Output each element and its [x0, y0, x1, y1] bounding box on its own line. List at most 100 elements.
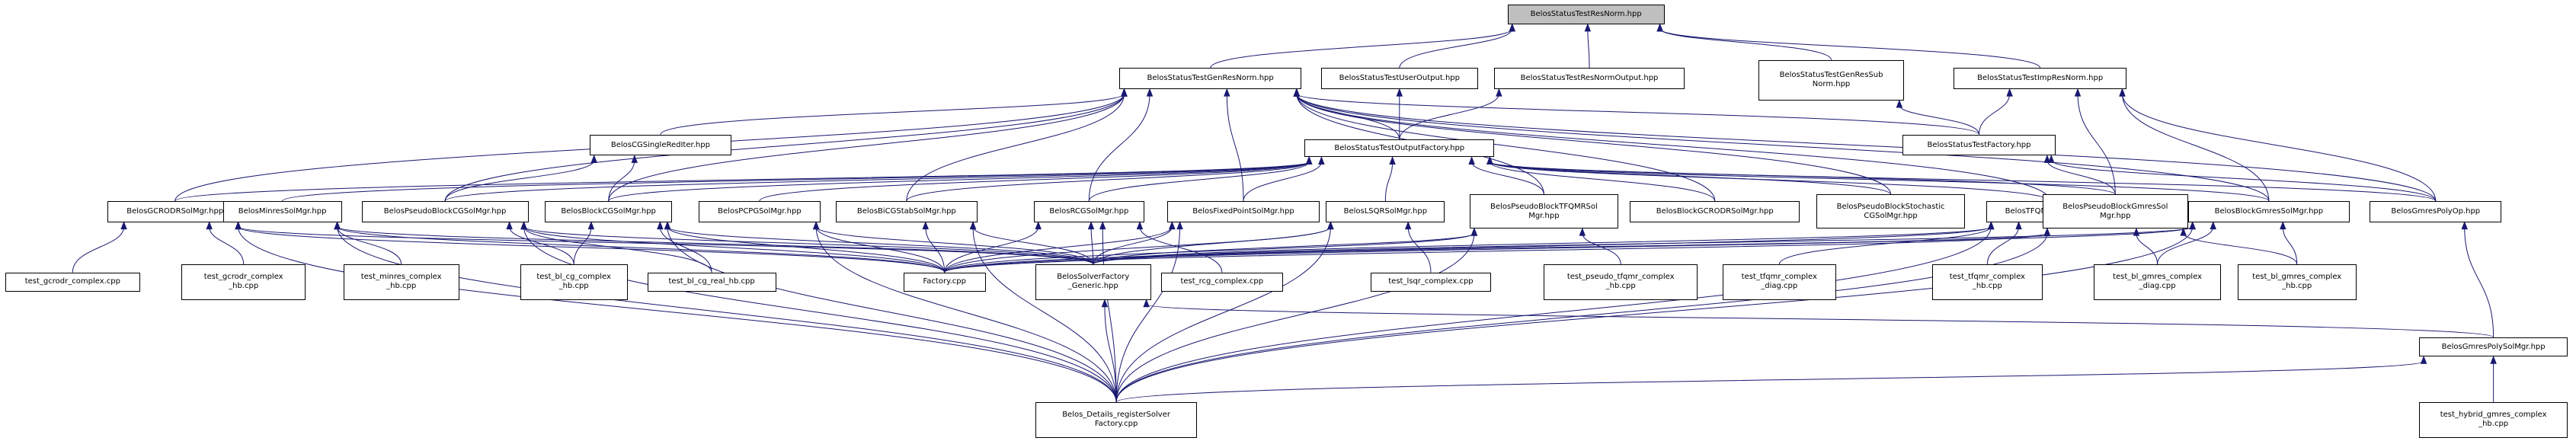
edge-factory-to-pbgmres: [944, 232, 2048, 273]
graph-node-pbgmres[interactable]: BelosPseudoBlockGmresSol Mgr.hpp: [2042, 194, 2188, 229]
edge-sfgen-to-rcg: [1090, 226, 1094, 264]
graph-node-bgcrodr[interactable]: BelosBlockGCRODRSolMgr.hpp: [1630, 200, 1800, 222]
edge-factory-to-bcg: [667, 226, 946, 273]
graph-node-pcpg[interactable]: BelosPCPGSolMgr.hpp: [698, 200, 821, 222]
graph-node-t-blgmres-diag[interactable]: test_bl_gmres_complex _diag.cpp: [2094, 264, 2222, 300]
edge-t_gcrodr-to-gcrodr: [72, 226, 125, 273]
edge-arrowhead: [1143, 299, 1150, 308]
edge-arrowhead: [1035, 221, 1042, 230]
edge-arrowhead: [235, 221, 242, 230]
graph-node-t-blcg[interactable]: test_bl_cg_complex _hb.cpp: [520, 264, 628, 300]
edge-arrowhead: [2048, 154, 2055, 163]
edge-sfgen-to-bicg: [972, 226, 1094, 265]
graph-node-t-gcrodr[interactable]: test_gcrodr_complex.cpp: [5, 272, 141, 292]
edge-t_tfqmr_hb-to-tfqmr: [1986, 226, 2020, 264]
edge-register-to-bgmres: [1115, 226, 2194, 402]
edge-arrowhead: [2490, 355, 2497, 364]
graph-node-minres[interactable]: BelosMinresSolMgr.hpp: [222, 200, 342, 222]
edge-bicg-to-outfac: [906, 161, 1310, 202]
graph-node-t-tfqmr-hb[interactable]: test_tfqmr_complex _hb.cpp: [1931, 264, 2043, 300]
graph-node-gensub[interactable]: BelosStatusTestGenResSub Norm.hpp: [1758, 59, 1904, 101]
edge-t_rcg-to-rcg: [1139, 226, 1223, 273]
edge-pbcg-to-cgsingle: [444, 160, 595, 202]
edge-minres-to-outfac: [282, 161, 1310, 202]
graph-node-polyop[interactable]: BelosGmresPolyOp.hpp: [2370, 200, 2502, 222]
graph-node-bgmres[interactable]: BelosBlockGmresSolMgr.hpp: [2187, 200, 2350, 222]
graph-node-pbtfqmr[interactable]: BelosPseudoBlockTFQMRSol Mgr.hpp: [1469, 194, 1618, 229]
edge-t_blgmres_diag-to-pbgmres: [2136, 233, 2158, 264]
edge-arrowhead: [1584, 23, 1592, 32]
edge-register-to-polysol: [1115, 360, 2424, 403]
graph-node-sfgen[interactable]: BelosSolverFactory _Generic.hpp: [1035, 264, 1151, 300]
edge-polyop-to-stfac: [2050, 159, 2437, 202]
edge-stfac-to-imp: [1979, 94, 2011, 135]
graph-node-fixed[interactable]: BelosFixedPointSolMgr.hpp: [1167, 200, 1320, 222]
edge-factory-to-minres: [337, 226, 946, 273]
edge-arrowhead: [587, 221, 595, 230]
edge-arrowhead: [590, 154, 597, 163]
graph-node-t-pseudo-tfqmr[interactable]: test_pseudo_tfqmr_complex _hb.cpp: [1544, 264, 1698, 300]
graph-node-pbstoch[interactable]: BelosPseudoBlockStochastic CGSolMgr.hpp: [1816, 194, 1966, 229]
edge-arrowhead: [2280, 221, 2286, 230]
edge-arrowhead: [120, 221, 127, 230]
graph-node-userout[interactable]: BelosStatusTestUserOutput.hpp: [1320, 68, 1478, 90]
edge-arrowhead: [1496, 88, 1502, 97]
edge-arrowhead: [631, 154, 638, 163]
edge-arrowhead: [2461, 221, 2468, 230]
edge-arrowhead: [812, 221, 820, 230]
edge-factory-to-pcpg: [815, 226, 946, 273]
edge-sfgen-to-minres: [337, 226, 1094, 265]
edge-polysol-to-polyop: [2464, 226, 2494, 337]
edge-arrowhead: [2074, 88, 2082, 97]
edge-register-to-pbtfqmr: [1115, 233, 1475, 402]
edge-arrowhead: [334, 221, 341, 230]
edge-polyop-to-imp: [2121, 94, 2437, 201]
graph-node-imp[interactable]: BelosStatusTestImpResNorm.hpp: [1953, 68, 2127, 90]
graph-node-rcg[interactable]: BelosRCGSolMgr.hpp: [1033, 200, 1144, 222]
graph-node-t-hybrid[interactable]: test_hybrid_gmres_complex _hb.cpp: [2419, 401, 2568, 438]
graph-node-register[interactable]: Belos_Details_registerSolver Factory.cpp: [1035, 401, 1198, 438]
edge-arrowhead: [2420, 355, 2427, 364]
graph-node-polysol[interactable]: BelosGmresPolySolMgr.hpp: [2419, 337, 2568, 357]
graph-node-t-blgmres-hb[interactable]: test_bl_gmres_complex _hb.cpp: [2237, 264, 2357, 300]
edge-register-to-pbgmres: [1115, 233, 2048, 402]
edge-pbtfqmr-to-outfac: [1471, 161, 1544, 195]
edge-register-to-fixed: [1115, 226, 1181, 402]
edge-register-to-gcrodr: [238, 226, 1117, 402]
graph-node-pbcg[interactable]: BelosPseudoBlockCGSolMgr.hpp: [361, 200, 529, 222]
edge-tfqmr-to-gen: [1296, 94, 2051, 201]
graph-node-t-minres[interactable]: test_minres_complex _hb.cpp: [343, 264, 459, 300]
edge-arrowhead: [520, 221, 527, 230]
edge-arrowhead: [2210, 221, 2216, 230]
graph-node-gen[interactable]: BelosStatusTestGenResNorm.hpp: [1119, 68, 1301, 90]
edge-arrowhead: [1396, 88, 1403, 97]
edge-arrowhead: [1293, 88, 1301, 97]
graph-node-bcg[interactable]: BelosBlockCGSolMgr.hpp: [545, 200, 673, 222]
graph-node-bicg[interactable]: BelosBiCGStabSolMgr.hpp: [835, 200, 978, 222]
edge-polyop-to-outfac: [1489, 161, 2437, 202]
graph-node-t-blcgreal[interactable]: test_bl_cg_real_hb.cpp: [647, 272, 776, 292]
graph-node-t-rcg[interactable]: test_rcg_complex.cpp: [1160, 272, 1283, 292]
graph-node-t-tfqmr-diag[interactable]: test_tfqmr_complex _diag.cpp: [1722, 264, 1837, 300]
graph-node-factory[interactable]: Factory.cpp: [903, 272, 986, 292]
edge-bgmres-to-outfac: [1489, 161, 2270, 202]
edge-gen-to-root: [1210, 28, 1513, 69]
edge-stfac-to-gensub: [1899, 104, 1980, 135]
graph-node-resout[interactable]: BelosStatusTestResNormOutput.hpp: [1494, 68, 1685, 90]
graph-node-cgsingle[interactable]: BelosCGSingleRedIter.hpp: [589, 134, 732, 156]
edge-gensub-to-root: [1659, 28, 1832, 60]
edge-arrowhead: [2043, 154, 2051, 163]
graph-node-stfac[interactable]: BelosStatusTestFactory.hpp: [1902, 134, 2056, 156]
edge-register-to-bicg: [972, 226, 1117, 402]
graph-node-root: BelosStatusTestResNorm.hpp: [1507, 5, 1665, 24]
graph-node-outfac[interactable]: BelosStatusTestOutputFactory.hpp: [1304, 139, 1495, 158]
edge-register-to-sfgen: [1104, 304, 1117, 402]
edge-sfgen-to-tfqmr: [1093, 226, 1992, 265]
graph-node-lsqr[interactable]: BelosLSQRSolMgr.hpp: [1326, 200, 1445, 222]
edge-arrowhead: [1486, 156, 1493, 165]
graph-node-t-gcrodr-hb[interactable]: test_gcrodr_complex _hb.cpp: [181, 264, 306, 300]
graph-node-t-lsqr[interactable]: test_lsqr_complex.cpp: [1370, 272, 1492, 292]
edge-arrowhead: [1404, 221, 1412, 230]
edge-bcg-to-gen: [608, 94, 1125, 201]
edge-arrowhead: [969, 221, 977, 230]
